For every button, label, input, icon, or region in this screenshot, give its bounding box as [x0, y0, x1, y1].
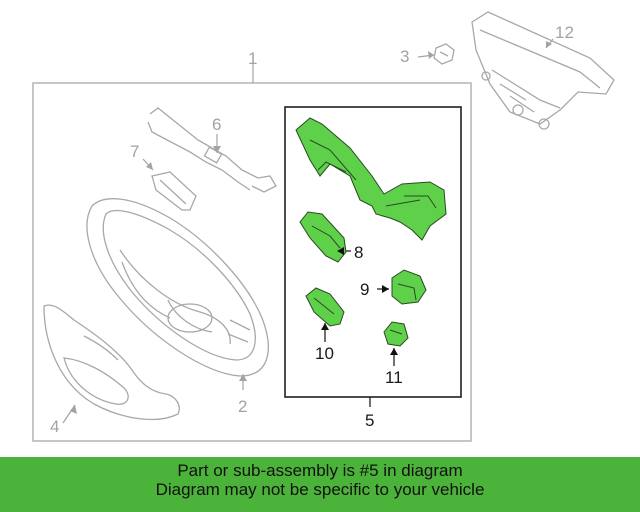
- callout-5: 5: [365, 411, 375, 430]
- callout-1: 1: [248, 49, 258, 68]
- subassembly-box: [284, 106, 462, 398]
- lower-cover: [43, 304, 180, 421]
- wire-harness: [147, 107, 277, 193]
- banner-line-2: Diagram may not be specific to your vehi…: [155, 480, 485, 499]
- diagram-canvas: [32, 11, 615, 442]
- assembly-outline-box: [32, 82, 472, 442]
- callout-8: 8: [354, 243, 364, 262]
- switch-part-8: [299, 211, 347, 263]
- parts-diagram: 1 2 3 4 5 6 7 8 9 10 11 12: [32, 11, 615, 442]
- callout-11: 11: [385, 368, 403, 387]
- info-banner: Part or sub-assembly is #5 in diagram Di…: [0, 457, 640, 512]
- connector-part: [151, 171, 197, 211]
- switch-part-9: [391, 269, 427, 305]
- steering-wheel: [86, 198, 269, 377]
- callout-10: 10: [315, 344, 334, 363]
- arrowheads: [70, 41, 552, 414]
- callout-3: 3: [400, 47, 410, 66]
- callout-12: 12: [555, 23, 574, 42]
- callout-4: 4: [50, 417, 60, 436]
- callout-6: 6: [212, 115, 222, 134]
- column-shroud-switch: [295, 117, 447, 241]
- dark-leader-lines: [324, 250, 395, 407]
- callout-9: 9: [360, 280, 370, 299]
- callout-2: 2: [238, 397, 248, 416]
- airbag-module: [471, 11, 615, 130]
- callout-7: 7: [130, 142, 140, 161]
- switch-part-10: [305, 287, 345, 327]
- banner-line-1: Part or sub-assembly is #5 in diagram: [177, 461, 463, 480]
- bolt-part: [433, 43, 455, 65]
- switch-part-11: [383, 321, 409, 347]
